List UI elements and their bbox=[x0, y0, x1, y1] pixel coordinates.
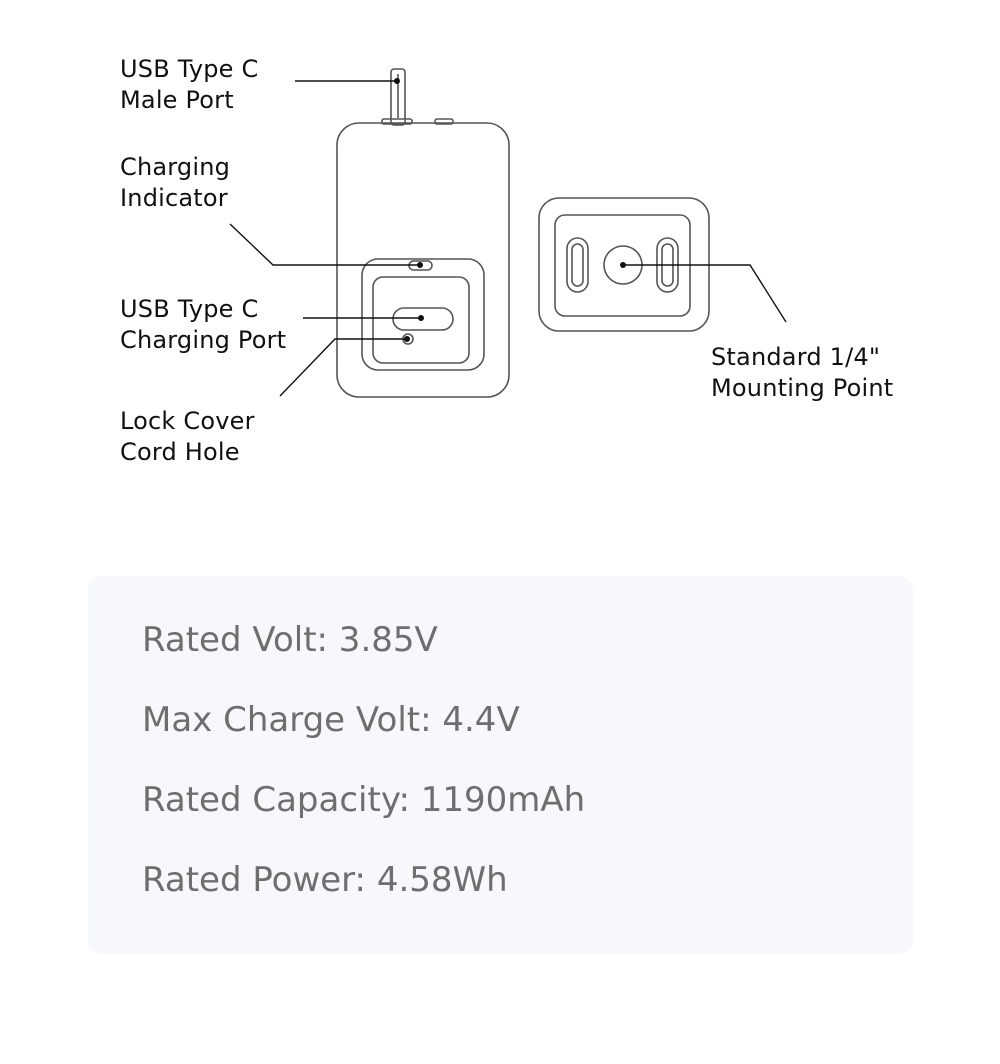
spec-rated-power: Rated Power: 4.58Wh bbox=[142, 860, 508, 900]
usb-c-male-plug bbox=[390, 68, 406, 126]
leader-lock-cover bbox=[279, 338, 407, 397]
usb-c-charging-port bbox=[392, 307, 454, 331]
lock-cover bbox=[361, 258, 485, 371]
label-charging-indicator: Charging Indicator bbox=[120, 153, 231, 212]
label-usb-charging-port: USB Type C Charging Port bbox=[120, 295, 287, 354]
label-mounting-point: Standard 1/4" Mounting Point bbox=[711, 343, 894, 402]
top-notch bbox=[434, 118, 454, 125]
leader-charging-indicator bbox=[229, 223, 420, 266]
mount-slot-left bbox=[566, 237, 589, 293]
plug-base bbox=[381, 118, 413, 125]
lock-cover-inner bbox=[372, 276, 470, 364]
specs-panel: Rated Volt: 3.85V Max Charge Volt: 4.4V … bbox=[88, 576, 913, 954]
battery-diagram bbox=[229, 68, 787, 398]
label-usb-male-port: USB Type C Male Port bbox=[120, 55, 259, 114]
spec-max-charge-volt: Max Charge Volt: 4.4V bbox=[142, 700, 520, 740]
spec-rated-capacity: Rated Capacity: 1190mAh bbox=[142, 780, 586, 820]
spec-rated-volt: Rated Volt: 3.85V bbox=[142, 620, 438, 660]
leader-mounting-point bbox=[623, 264, 787, 323]
label-lock-cover-cord-hole: Lock Cover Cord Hole bbox=[120, 407, 255, 466]
battery-body bbox=[336, 122, 510, 398]
